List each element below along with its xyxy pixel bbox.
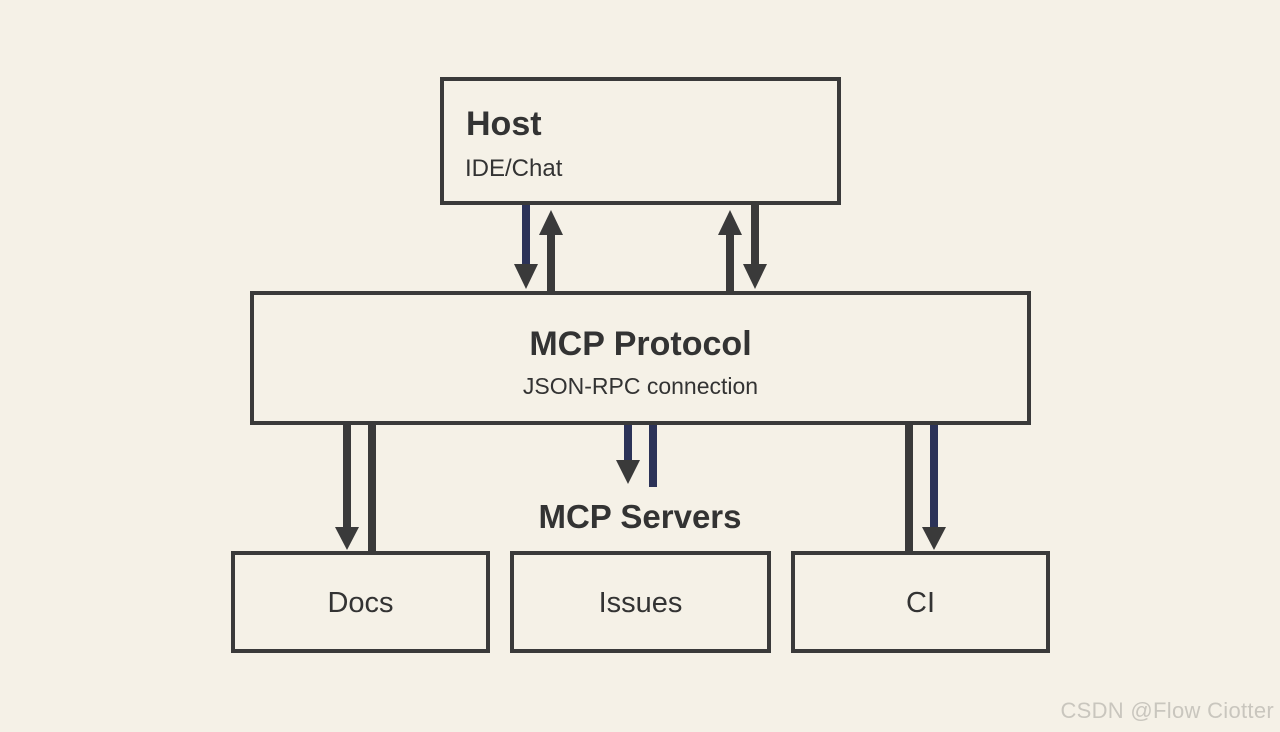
arrow-protocol-to-host-right [718, 210, 742, 293]
arrow-protocol-to-host-left [539, 210, 563, 293]
line-docs-to-protocol [368, 425, 376, 552]
server-label-ci: CI [906, 587, 935, 619]
server-box-docs: Docs [231, 551, 490, 653]
protocol-subtitle: JSON-RPC connection [522, 373, 759, 399]
server-label-docs: Docs [327, 587, 394, 619]
host-subtitle: IDE/Chat [465, 155, 563, 182]
line-servers-to-protocol [649, 425, 657, 487]
arrow-host-to-protocol-left [514, 205, 538, 289]
arrow-protocol-to-servers [616, 425, 640, 484]
arrow-protocol-to-docs [335, 425, 359, 550]
server-box-issues: Issues [510, 551, 771, 653]
watermark: CSDN @Flow Ciotter [1060, 698, 1274, 723]
protocol-box: MCP Protocol JSON-RPC connection [250, 291, 1031, 425]
arrow-host-to-protocol-right [743, 205, 767, 289]
protocol-title: MCP Protocol [529, 325, 752, 363]
server-label-issues: Issues [598, 587, 683, 619]
line-ci-to-protocol [905, 425, 913, 552]
host-title: Host [466, 105, 542, 143]
servers-heading: MCP Servers [538, 498, 742, 535]
arrow-protocol-to-ci [922, 425, 946, 550]
server-box-ci: CI [791, 551, 1050, 653]
host-box: Host IDE/Chat [440, 77, 841, 205]
